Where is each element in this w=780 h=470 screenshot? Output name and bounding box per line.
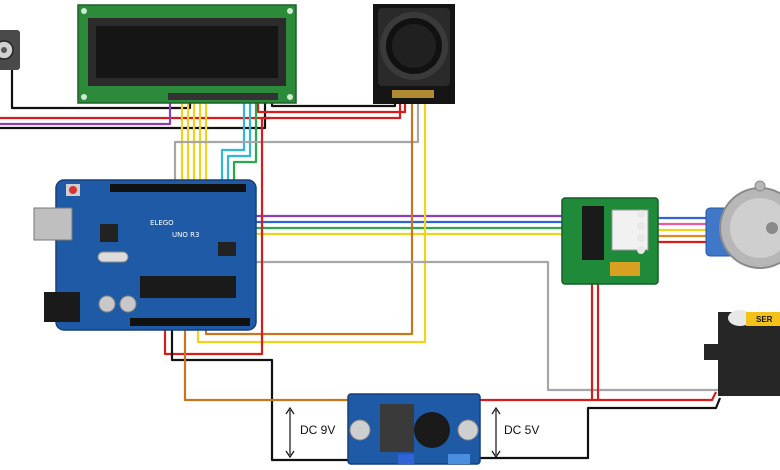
wire-lcd-cyan2 [226,98,252,190]
uln2003-chip [582,206,604,260]
arduino-board: ELEGO UNO R3 [33,179,257,331]
joystick-module [373,4,455,104]
dc-in-label: DC 9V [300,423,335,437]
mcu-chip [140,276,236,298]
dc-out-label: DC 5V [504,423,539,437]
wire-joy-red [256,100,407,114]
stepper-motor [705,180,780,269]
wire-pot-black [10,60,192,110]
wire-red-top [0,103,402,120]
wire-ard-red [163,116,270,356]
wire-joy-yellow [196,100,427,344]
voltage-annotations [285,406,501,459]
wire-ard-black [170,322,350,462]
wire-lcd-cyan1 [220,98,246,190]
wire-purple-top [0,100,172,126]
wire-ard-orange [183,322,350,402]
buck-converter [347,393,481,465]
potentiometer [0,30,20,70]
wire-gray-joy [173,100,420,190]
wire-out-black [478,397,722,460]
lcd-pin-header [168,93,278,100]
stepper-driver [561,197,659,285]
wire-lcd-green [232,98,258,190]
lcd-screen [96,26,278,78]
usb-port [33,207,73,241]
wire-black-top [0,100,267,130]
lcd-module [77,4,297,104]
dc-jack [44,292,80,322]
wire-out-red [478,280,717,402]
arduino-brand: ELEGO [150,219,174,227]
arduino-model: UNO R3 [172,231,199,239]
servo-brand: SER [756,315,773,324]
servo-motor: SER [704,310,780,396]
